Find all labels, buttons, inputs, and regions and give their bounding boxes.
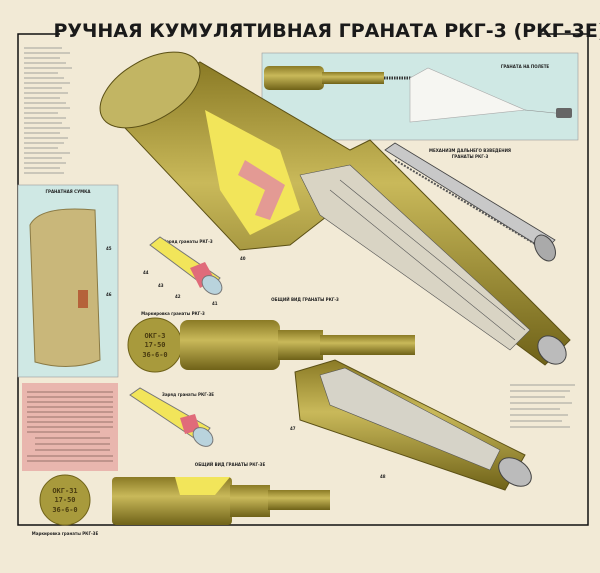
parts-legend [24,47,72,174]
specs-panel [22,383,118,471]
svg-text:17-50: 17-50 [54,496,75,504]
svg-text:ОБЩИЙ ВИД ГРАНАТЫ РКГ-3: ОБЩИЙ ВИД ГРАНАТЫ РКГ-3 [271,297,339,302]
svg-text:41: 41 [212,301,218,306]
svg-text:Заряд гранаты РКГ-3Е: Заряд гранаты РКГ-3Е [162,392,214,397]
svg-text:ГРАНАТА НА ПОЛЕТЕ: ГРАНАТА НА ПОЛЕТЕ [501,64,550,69]
svg-text:47: 47 [290,426,296,431]
svg-text:45: 45 [106,246,112,251]
svg-text:46: 46 [106,292,112,297]
svg-text:43: 43 [158,283,164,288]
svg-text:ГРАНАТНАЯ СУМКА: ГРАНАТНАЯ СУМКА [45,189,91,194]
svg-text:44: 44 [143,270,149,275]
rkg3-charge: Заряд гранаты РКГ-3 44 43 42 41 [143,236,223,306]
svg-text:МЕХАНИЗМ ДАЛЬНЕГО ВЗВЕДЕНИЯ: МЕХАНИЗМ ДАЛЬНЕГО ВЗВЕДЕНИЯ [429,148,511,153]
svg-text:36-6-0: 36-6-0 [52,506,77,514]
svg-text:ОБЩИЙ ВИД ГРАНАТЫ РКГ-3Е: ОБЩИЙ ВИД ГРАНАТЫ РКГ-3Е [195,462,266,467]
delay-arming-mechanism: МЕХАНИЗМ ДАЛЬНЕГО ВЗВЕДЕНИЯ ГРАНАТЫ РКГ-… [384,142,556,262]
svg-text:ГРАНАТЫ РКГ-3: ГРАНАТЫ РКГ-3 [452,154,489,159]
svg-text:42: 42 [175,294,181,299]
rkg3e-marking: ОКГ-31 17-50 36-6-0 Маркировка гранаты Р… [32,474,99,536]
in-flight-panel: ГРАНАТА НА ПОЛЕТЕ [261,52,579,141]
svg-text:36-6-0: 36-6-0 [142,351,167,359]
svg-text:40: 40 [240,256,246,261]
rkg3e-charge: Заряд гранаты РКГ-3Е [129,387,214,447]
svg-text:Заряд гранаты РКГ-3: Заряд гранаты РКГ-3 [163,239,212,244]
rkg3-marking: Маркировка гранаты РКГ-3 ОКГ-3 17-50 36-… [127,311,205,373]
rkg3e-general-view: ОБЩИЙ ВИД ГРАНАТЫ РКГ-3Е [112,462,330,525]
rkg3-cutaway: 40 [99,51,571,366]
svg-text:ОКГ-3: ОКГ-3 [144,332,165,340]
svg-text:Маркировка гранаты РКГ-3: Маркировка гранаты РКГ-3 [141,311,205,316]
svg-text:17-50: 17-50 [144,341,165,349]
rkg3-general-view: ОБЩИЙ ВИД ГРАНАТЫ РКГ-3 [180,297,415,370]
rkg3e-parts-legend [510,384,575,428]
svg-text:ОКГ-31: ОКГ-31 [52,487,77,495]
svg-text:48: 48 [380,474,386,479]
poster-title: РУЧНАЯ КУМУЛЯТИВНАЯ ГРАНАТА РКГ-3 (РКГ-3… [53,20,600,42]
svg-text:Маркировка гранаты РКГ-3Е: Маркировка гранаты РКГ-3Е [32,531,99,536]
rkg3e-cutaway: 47 48 [290,359,532,491]
grenade-bag-panel: ГРАНАТНАЯ СУМКА 45 46 [17,184,119,378]
